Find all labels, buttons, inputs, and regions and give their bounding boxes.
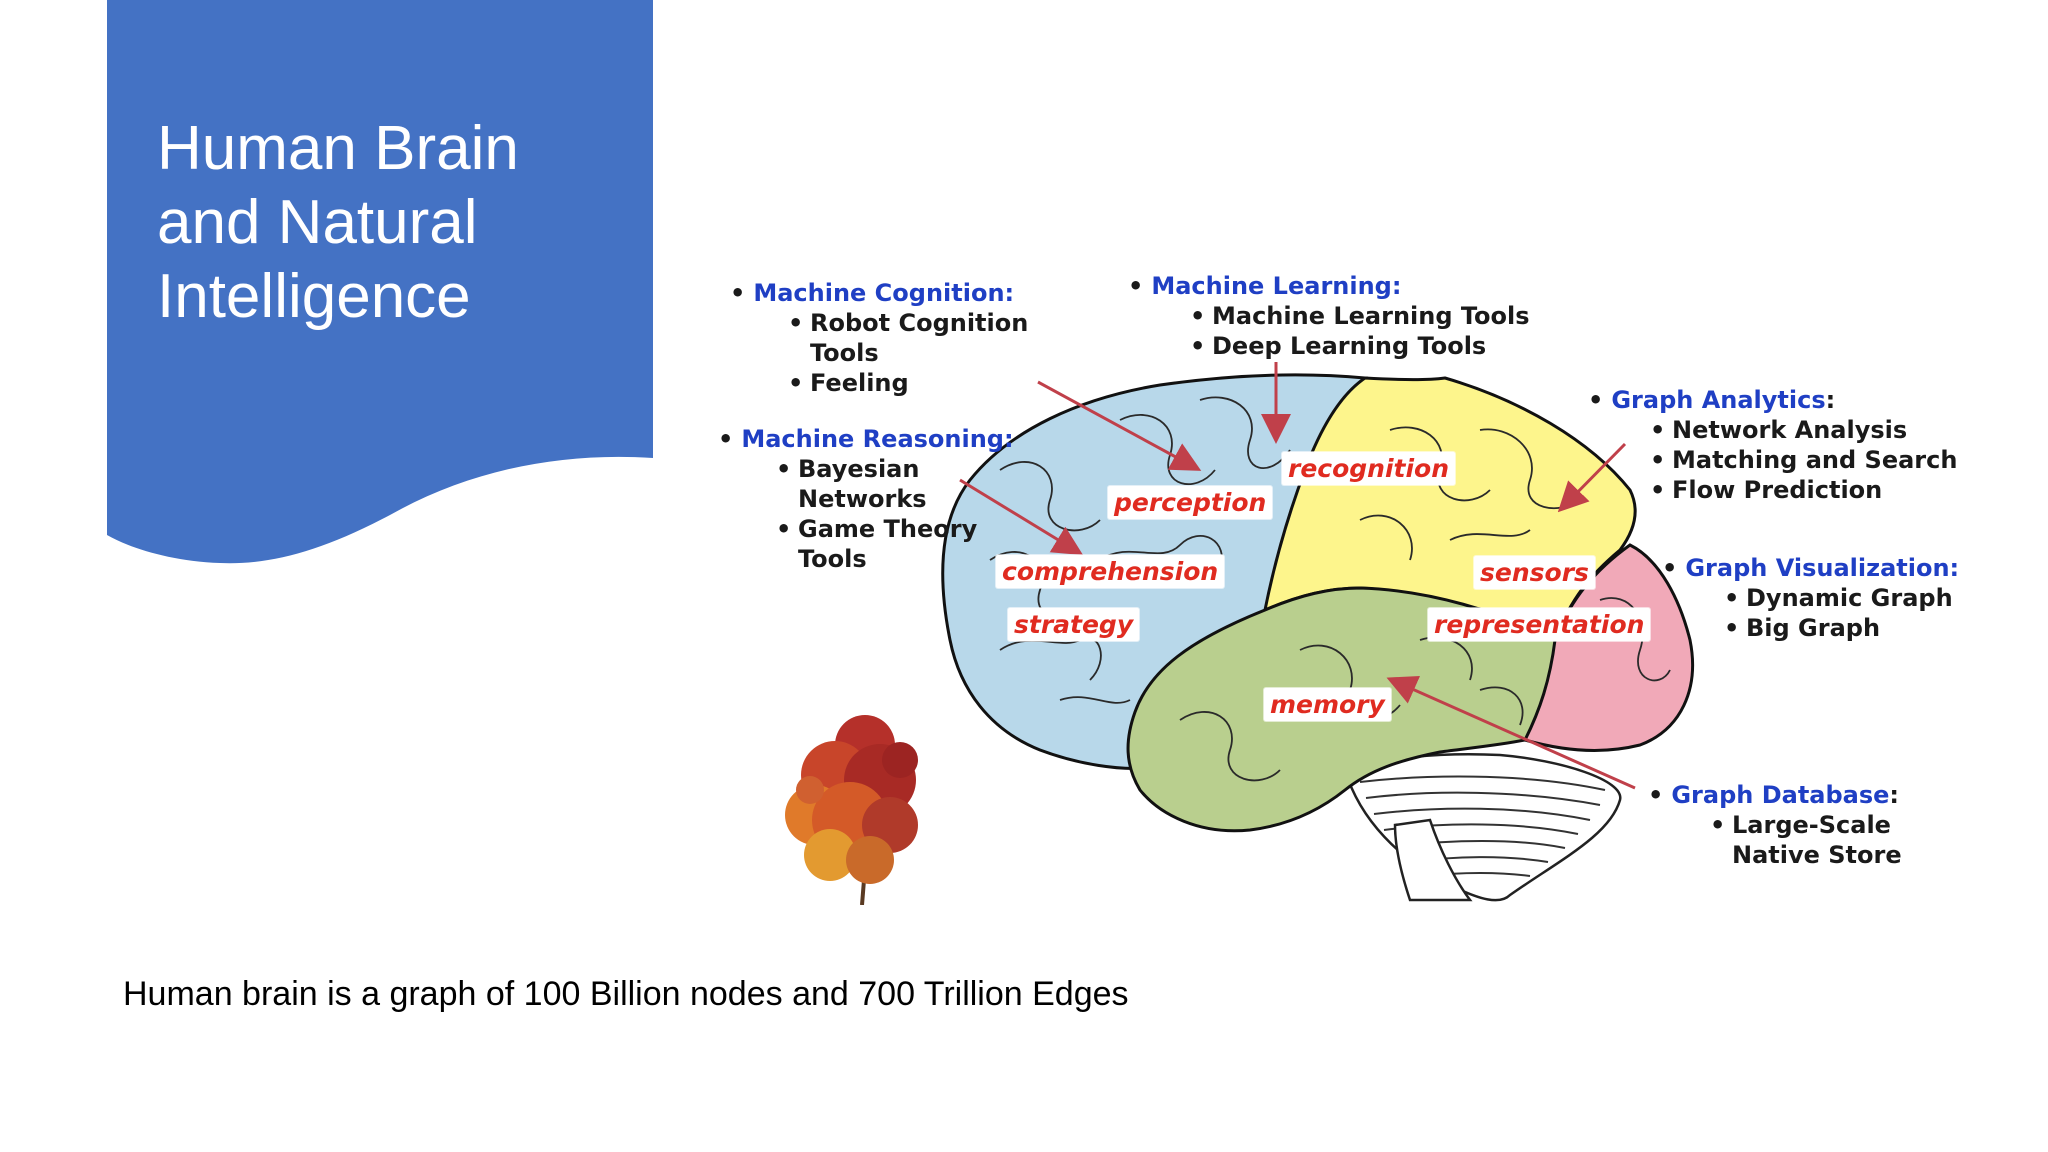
slide-title: Human Brain and Natural Intelligence bbox=[157, 114, 519, 331]
group-heading: Machine Learning: bbox=[1151, 272, 1402, 300]
group-item: •Flow Prediction bbox=[1650, 476, 1883, 504]
arrows bbox=[959, 362, 1636, 790]
arrow-database bbox=[1386, 676, 1636, 790]
brain-stem bbox=[1393, 818, 1473, 902]
group-heading: Machine Reasoning: bbox=[741, 425, 1014, 453]
cerebellum bbox=[1343, 752, 1622, 902]
region-label-representation: representation bbox=[1428, 608, 1651, 641]
arrow-reasoning bbox=[959, 478, 1084, 556]
group-heading: Graph Visualization: bbox=[1685, 554, 1960, 582]
region-label-comprehension: comprehension bbox=[996, 555, 1225, 588]
group-item: •Machine Learning Tools bbox=[1190, 302, 1530, 330]
region-label-sensors: sensors bbox=[1474, 556, 1595, 589]
group-item: •Feeling bbox=[788, 369, 909, 397]
group-item: •Deep Learning Tools bbox=[1190, 332, 1487, 360]
region-label-strategy: strategy bbox=[1008, 608, 1140, 641]
group-machine-cognition: •Machine Cognition: •Robot Cognition Too… bbox=[730, 279, 1029, 397]
group-heading: Machine Cognition: bbox=[753, 279, 1015, 307]
group-item: •Large-Scale Native Store bbox=[1710, 811, 1902, 869]
arrow-cognition bbox=[1037, 380, 1202, 471]
group-item: •Game Theory Tools bbox=[776, 515, 978, 573]
region-label-perception: perception bbox=[1108, 486, 1273, 519]
region-label-recognition: recognition bbox=[1282, 452, 1456, 485]
group-heading: Graph Analytics bbox=[1611, 386, 1826, 414]
group-heading: Graph Database bbox=[1671, 781, 1890, 809]
group-graph-database: •Graph Database: •Large-Scale Native Sto… bbox=[1648, 781, 1902, 869]
group-item: •Network Analysis bbox=[1650, 416, 1908, 444]
group-machine-learning: •Machine Learning: •Machine Learning Too… bbox=[1128, 272, 1530, 360]
group-graph-analytics: •Graph Analytics: •Network Analysis •Mat… bbox=[1588, 386, 1958, 504]
group-item: •Matching and Search bbox=[1650, 446, 1958, 474]
region-label-memory: memory bbox=[1264, 688, 1391, 721]
slide-caption: Human brain is a graph of 100 Billion no… bbox=[123, 975, 1129, 1013]
group-item: •Robot Cognition Tools bbox=[788, 309, 1029, 367]
group-item: •Bayesian Networks bbox=[776, 455, 927, 513]
arrow-analytics bbox=[1557, 442, 1627, 513]
group-machine-reasoning: •Machine Reasoning: •Bayesian Networks •… bbox=[718, 425, 1014, 573]
group-item: •Big Graph bbox=[1724, 614, 1881, 642]
group-item: •Dynamic Graph bbox=[1724, 584, 1953, 612]
group-graph-visualization: •Graph Visualization: •Dynamic Graph •Bi… bbox=[1662, 554, 1960, 642]
tree-head-image bbox=[785, 715, 918, 905]
